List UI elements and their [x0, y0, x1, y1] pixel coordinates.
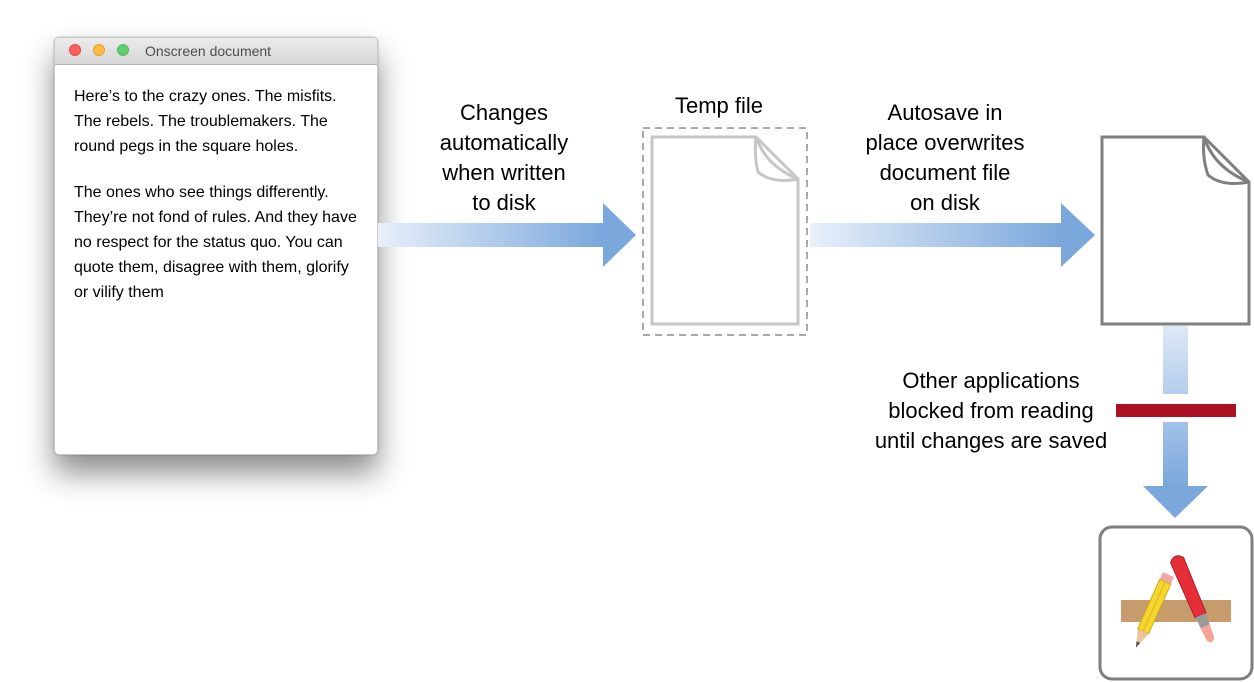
blocked-label-line-2: blocked from reading	[888, 398, 1094, 423]
autosave-label: Autosave in place overwrites document fi…	[845, 98, 1045, 218]
close-button[interactable]	[69, 44, 81, 56]
document-file-icon	[1100, 135, 1251, 326]
changes-label-line-1: Changes	[459, 100, 549, 125]
changes-label-line-2: automatically	[439, 130, 569, 155]
minimize-button[interactable]	[93, 44, 105, 56]
autosave-label-line-4: on disk	[910, 190, 980, 215]
app-store-pencil-brush-icon	[1098, 525, 1254, 681]
autosave-label-line-1: Autosave in	[887, 100, 1003, 125]
autosave-label-line-2: place overwrites	[865, 130, 1025, 155]
document-paragraph-2: The ones who see things differently. The…	[74, 184, 357, 301]
blocked-label: Other applications blocked from reading …	[860, 366, 1122, 456]
changes-label-line-3: when written	[442, 160, 566, 185]
document-paragraph-1: Here’s to the crazy ones. The misfits. T…	[74, 88, 337, 155]
window-titlebar: Onscreen document	[55, 38, 377, 65]
onscreen-document-window: Onscreen document Here’s to the crazy on…	[54, 37, 378, 455]
autosave-label-line-3: document file	[879, 160, 1011, 185]
temp-file-label: Temp file	[674, 93, 764, 118]
window-title: Onscreen document	[145, 43, 272, 59]
blocked-label-line-1: Other applications	[902, 368, 1080, 393]
dashed-document-icon	[642, 127, 808, 336]
block-bar	[1116, 394, 1236, 422]
arrow-to-document-file	[810, 203, 1095, 267]
blocked-label-line-3: until changes are saved	[874, 428, 1108, 453]
arrow-to-temp-file	[378, 203, 636, 267]
changes-label-line-4: to disk	[472, 190, 536, 215]
changes-label: Changes automatically when written to di…	[419, 98, 589, 218]
document-text[interactable]: Here’s to the crazy ones. The misfits. T…	[55, 65, 377, 305]
zoom-button[interactable]	[117, 44, 129, 56]
